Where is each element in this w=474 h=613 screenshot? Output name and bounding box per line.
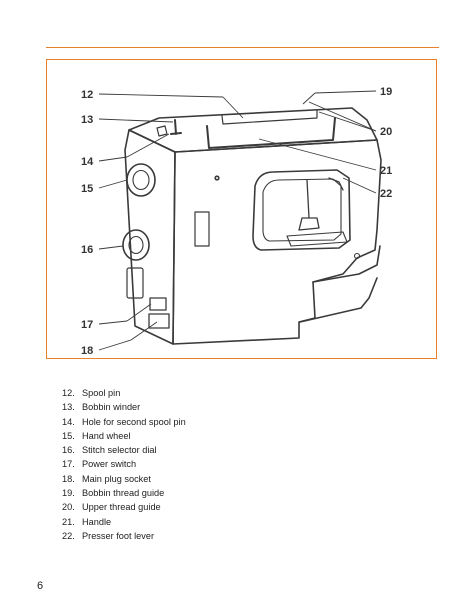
legend-number: 12.	[62, 388, 75, 398]
machine-side-panel	[124, 129, 176, 345]
legend-number: 13.	[62, 402, 75, 413]
sewing-machine-illustration: 12 13 14 15 16 17 18 19 20 21 22	[81, 86, 392, 357]
carry-handle	[206, 117, 336, 149]
machine-base	[299, 245, 381, 323]
callout-20: 20	[380, 126, 392, 138]
legend-text: Upper thread guide	[82, 502, 161, 513]
plug-socket	[148, 313, 170, 329]
callout-17: 17	[81, 319, 93, 331]
legend-item: 17. Power switch	[62, 457, 186, 471]
legend-number: 18.	[62, 473, 75, 484]
legend-number: 14.	[62, 416, 75, 427]
legend-text: Presser foot lever	[82, 530, 154, 541]
hand-wheel	[126, 163, 156, 197]
legend-item: 15. Hand wheel	[62, 429, 186, 443]
legend-number: 16.	[62, 445, 75, 456]
callout-21: 21	[380, 165, 392, 177]
legend-text: Bobbin winder	[82, 402, 141, 413]
legend-item: 13. Bobbin winder	[62, 400, 186, 414]
legend-item: 22. Presser foot lever	[62, 529, 186, 543]
legend-number: 21.	[62, 516, 75, 527]
legend-item: 12. Spool pin	[62, 386, 186, 400]
callout-13: 13	[81, 114, 93, 126]
top-rule	[46, 47, 439, 48]
legend-text: Power switch	[82, 459, 137, 470]
spool-pin	[170, 119, 182, 135]
callout-16: 16	[81, 244, 93, 256]
callout-15: 15	[81, 183, 93, 195]
legend-number: 20.	[62, 502, 75, 513]
legend-item: 19. Bobbin thread guide	[62, 486, 186, 500]
legend-text: Stitch selector dial	[82, 445, 157, 456]
needle-window	[252, 169, 351, 251]
legend-text: Hand wheel	[82, 430, 131, 441]
power-switch	[149, 297, 167, 311]
parts-legend: 12. Spool pin 13. Bobbin winder 14. Hole fo…	[62, 386, 186, 543]
legend-text: Hole for second spool pin	[82, 416, 186, 427]
legend-text: Main plug socket	[82, 473, 151, 484]
sewing-machine-figure: 12 13 14 15 16 17 18 19 20 21 22	[46, 59, 437, 359]
legend-text: Handle	[82, 516, 112, 527]
legend-item: 18. Main plug socket	[62, 472, 186, 486]
legend-item: 14. Hole for second spool pin	[62, 415, 186, 429]
legend-number: 15.	[62, 430, 75, 441]
callout-12: 12	[81, 89, 93, 101]
callout-14: 14	[81, 156, 94, 168]
legend-item: 20. Upper thread guide	[62, 500, 186, 514]
legend-number: 19.	[62, 488, 75, 499]
legend-text: Bobbin thread guide	[82, 488, 165, 499]
callout-18: 18	[81, 345, 93, 357]
legend-number: 22.	[62, 530, 75, 541]
callout-22: 22	[380, 188, 392, 200]
callout-19: 19	[380, 86, 392, 98]
stitch-selector	[122, 229, 150, 261]
legend-item: 16. Stitch selector dial	[62, 443, 186, 457]
legend-text: Spool pin	[82, 388, 121, 398]
legend-item: 21. Handle	[62, 515, 186, 529]
page-number: 6	[37, 580, 44, 592]
legend-number: 17.	[62, 459, 75, 470]
machine-front-body	[172, 139, 382, 345]
